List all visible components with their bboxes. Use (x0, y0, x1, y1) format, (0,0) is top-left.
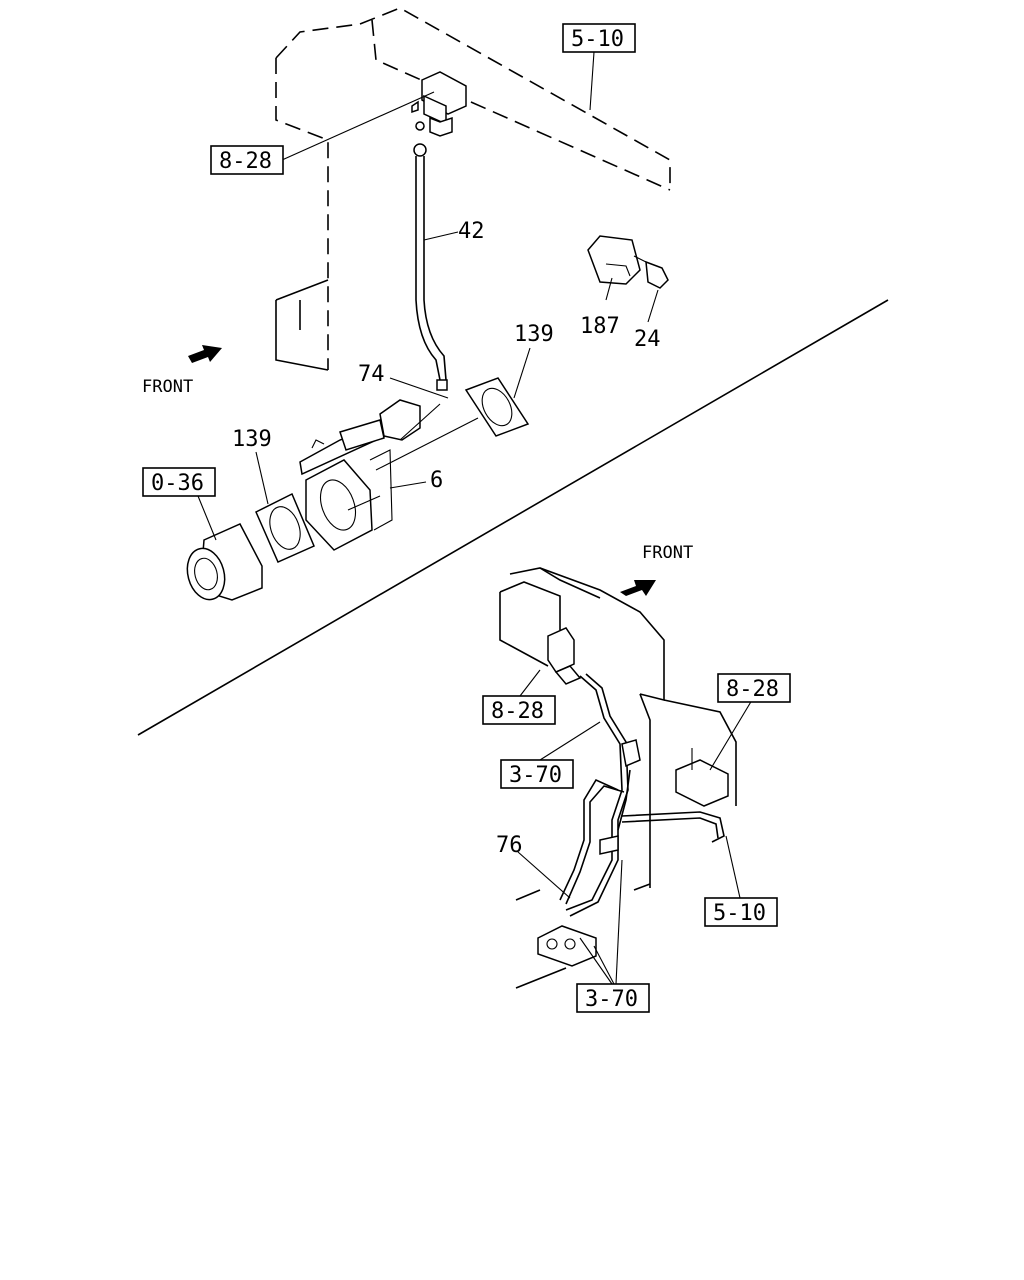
part-label-139-left: 139 (232, 427, 272, 452)
ref-box-top-5-10 (562, 23, 636, 53)
upper-leaders (197, 51, 659, 541)
front-label-lower: FRONT (642, 543, 693, 563)
ref-box-left-0-36 (142, 467, 216, 497)
ref-top-5-10: 5-10 (571, 27, 624, 52)
lower-valve-right (675, 748, 729, 807)
intake-adapter (186, 523, 263, 601)
part-label-76: 76 (496, 833, 523, 858)
ref-lower-5-10: 5-10 (713, 901, 766, 926)
upper-frame-outline (137, 7, 889, 736)
bolt-24 (633, 255, 669, 289)
top-valve-assembly (411, 71, 467, 157)
part-label-24: 24 (634, 327, 661, 352)
alignment-line-2 (347, 495, 381, 511)
ref-lower-8-28-left: 8-28 (491, 699, 544, 724)
ref-box-lower-3-70-upper (500, 759, 574, 789)
bracket-187 (587, 235, 641, 285)
ref-box-lower-3-70-bottom (576, 983, 650, 1013)
alignment-line-1 (375, 417, 479, 471)
lower-fitting (537, 925, 597, 967)
front-label-upper: FRONT (142, 377, 193, 397)
front-arrow-lower: FRONT (620, 543, 693, 596)
part-label-6: 6 (430, 468, 443, 493)
ref-lower-8-28-right: 8-28 (726, 677, 779, 702)
ref-top-8-28: 8-28 (219, 149, 272, 174)
part-label-139-right: 139 (514, 322, 554, 347)
part-label-42: 42 (458, 219, 485, 244)
ref-box-lower-5-10 (704, 897, 778, 927)
lower-pipes (559, 673, 725, 917)
hose-42 (415, 156, 448, 391)
throttle-body-6 (299, 399, 421, 551)
ref-box-top-8-28 (210, 145, 284, 175)
ref-box-lower-8-28-left (482, 695, 556, 725)
gasket-139-right (464, 377, 530, 437)
lower-leaders (517, 669, 753, 985)
ref-lower-3-70-upper: 3-70 (509, 763, 562, 788)
front-arrow-upper: FRONT (142, 345, 222, 397)
lower-valve-left (547, 627, 582, 685)
part-label-74: 74 (358, 362, 385, 387)
gasket-139-left (255, 492, 315, 563)
part-label-187: 187 (580, 314, 620, 339)
ref-lower-3-70-bottom: 3-70 (585, 987, 638, 1012)
ref-box-lower-8-28-right (717, 673, 791, 703)
ref-left-0-36: 0-36 (151, 471, 204, 496)
alignment-line-3 (399, 403, 441, 441)
lower-frame-outline (499, 567, 737, 989)
